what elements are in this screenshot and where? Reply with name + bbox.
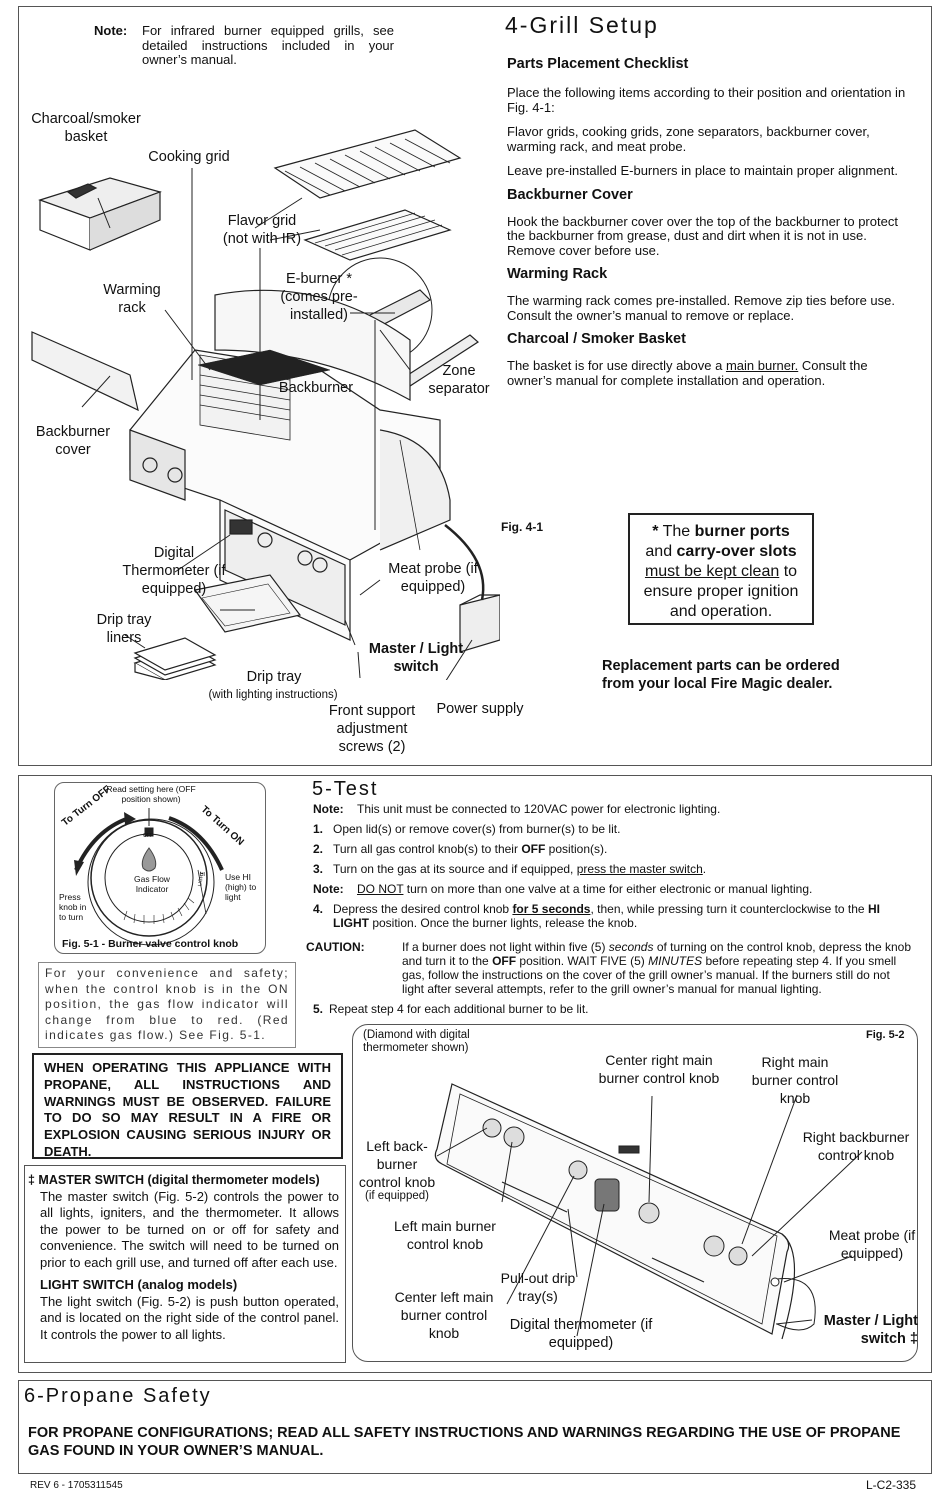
label-meat-probe: Meat probe (if equipped) (388, 561, 478, 595)
label-warming-rack: Warming rack (103, 282, 161, 316)
basket-text: The basket is for use directly above a m… (507, 358, 868, 388)
test-instructions: Note:This unit must be connected to 120V… (313, 802, 880, 930)
grill-setup-panel (18, 6, 932, 766)
fig52-master-light: Master / Light switch ‡ (823, 1313, 918, 1347)
gas-flow-label: Gas Flow Indicator (134, 874, 170, 894)
note-text: For infrared burner equipped grills, see… (142, 23, 394, 67)
fig52-pull-out: Pull-out drip tray(s) (500, 1270, 576, 1304)
checklist-heading: Parts Placement Checklist (507, 56, 689, 72)
label-drip-tray: Drip tray (246, 669, 302, 685)
checklist-p3: Leave pre-installed E-burners in place t… (507, 163, 898, 178)
label-e-burner: E-burner * (comes pre-installed) (280, 271, 358, 323)
replacement-parts-note: Replacement parts can be ordered from yo… (602, 658, 840, 692)
section-4-title: 4-Grill Setup (505, 12, 659, 38)
control-panel-drawing (434, 1083, 863, 1340)
fig52-left-backburner: Left back-burner control knob (358, 1138, 436, 1190)
hi-mark-label: HI (200, 872, 205, 878)
off-mark-label: OFF (143, 833, 153, 839)
master-switch-text: The master switch (Fig. 5-2) controls th… (40, 1188, 339, 1270)
label-backburner-cover: Backburner cover (35, 424, 111, 458)
master-switch-heading: ‡ MASTER SWITCH (digital thermometer mod… (28, 1173, 320, 1187)
caution-block: CAUTION: If a burner does not light with… (306, 940, 911, 996)
convenience-box: For your convenience and safety; when th… (38, 962, 296, 1048)
label-cooking-grid: Cooking grid (148, 149, 230, 165)
light-switch-text: The light switch (Fig. 5-2) is push butt… (40, 1293, 339, 1342)
propane-warning-box: WHEN OPERATING THIS APPLIANCE WITH PROPA… (32, 1053, 343, 1159)
footer-rev: REV 6 - 1705311545 (30, 1480, 123, 1491)
step-5: 5.Repeat step 4 for each additional burn… (313, 1002, 589, 1016)
fig52-center-left: Center left main burner control knob (394, 1289, 494, 1341)
propane-text: FOR PROPANE CONFIGURATIONS; READ ALL SAF… (28, 1425, 901, 1459)
fig52-meat-probe: Meat probe (if equipped) (828, 1227, 916, 1261)
grill-exploded-illustration (31, 129, 500, 680)
label-zone-separator: Zone separator (428, 363, 490, 397)
fig-4-1-label: Fig. 4-1 (501, 520, 544, 534)
fig52-digital-thermo: Digital thermometer (if equipped) (509, 1317, 653, 1351)
section-6-title: 6-Propane Safety (24, 1385, 212, 1407)
knob-figure-box (54, 782, 266, 954)
section-5-title: 5-Test (312, 778, 379, 800)
note-label: Note: (94, 23, 128, 38)
flavor-grid-drawing (303, 209, 452, 261)
label-drip-tray-sub: (with lighting instructions) (208, 689, 338, 701)
burner-knob-drawing (74, 808, 224, 946)
read-setting-label: Read setting here (OFF position shown) (106, 784, 196, 804)
label-charcoal-basket: Charcoal/smoker basket (31, 111, 141, 145)
cooking-grid-drawing (273, 129, 462, 199)
grill-setup-text: Parts Placement Checklist Place the foll… (507, 56, 912, 388)
label-flavor-grid: Flavor grid (not with IR) (222, 213, 302, 247)
fig-5-2-box (352, 1024, 918, 1362)
checklist-p2: Flavor grids, cooking grids, zone separa… (507, 124, 870, 154)
use-hi-label: Use HI (high) to light (225, 872, 257, 902)
backburner-heading: Backburner Cover (507, 186, 633, 203)
basket-heading: Charcoal / Smoker Basket (507, 331, 686, 347)
leader-lines (81, 168, 473, 680)
propane-panel (18, 1380, 932, 1474)
press-knob-label: Press knob in to turn (59, 892, 87, 922)
label-backburner: Backburner (278, 380, 354, 396)
checklist-p1: Place the following items according to t… (507, 85, 906, 115)
footer-code: L-C2-335 (866, 1478, 917, 1492)
fig-5-1-caption: Fig. 5-1 - Burner valve control knob (62, 938, 239, 950)
label-power-supply: Power supply (436, 701, 524, 717)
label-front-support: Front support adjustment screws (2) (328, 703, 416, 755)
warming-text: The warming rack comes pre-installed. Re… (507, 293, 895, 323)
fig-5-2-subtitle: (Diamond with digital thermometer shown) (363, 1029, 470, 1054)
master-switch-box: ‡ MASTER SWITCH (digital thermometer mod… (24, 1165, 346, 1363)
fig-5-2-label: Fig. 5-2 (866, 1029, 905, 1041)
backburner-text: Hook the backburner cover over the top o… (507, 213, 898, 258)
charcoal-basket-drawing (38, 177, 162, 251)
fig52-left-main: Left main burner control knob (394, 1218, 496, 1252)
fig52-right-main: Right main burner control knob (751, 1054, 839, 1106)
fig52-center-right: Center right main burner control knob (598, 1052, 720, 1086)
fig52-if-equipped: (if equipped) (365, 1190, 429, 1202)
label-digital-thermometer: Digital Thermometer (if equipped) (122, 545, 226, 597)
light-switch-heading: LIGHT SWITCH (analog models) (40, 1277, 238, 1292)
warming-heading: Warming Rack (507, 266, 608, 282)
drip-liners-drawing (133, 637, 217, 680)
label-drip-tray-liners: Drip tray liners (96, 612, 152, 646)
fig52-right-backburner: Right backburner control knob (802, 1129, 910, 1163)
test-panel (18, 775, 932, 1373)
label-master-switch: Master / Light switch (368, 641, 464, 675)
clean-ports-callout: * The burner ports and carry-over slots … (628, 513, 814, 625)
